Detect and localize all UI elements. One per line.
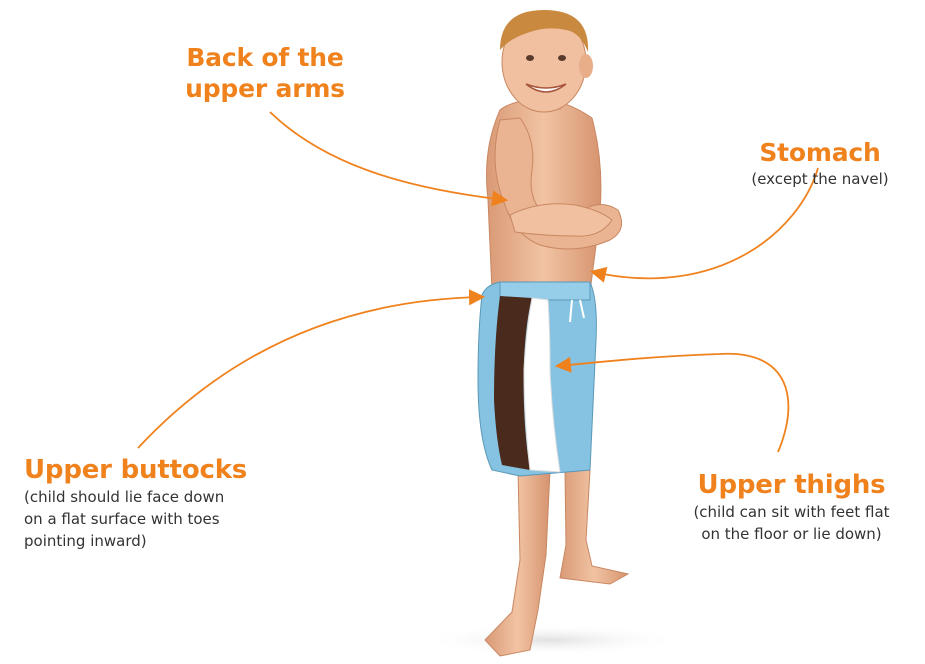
label-note: pointing inward) — [24, 530, 294, 552]
label-title: Upper thighs — [664, 470, 919, 501]
arrow-to-upper-buttocks — [138, 297, 482, 448]
label-title: Stomach — [720, 137, 920, 168]
label-stomach: Stomach (except the navel) — [720, 137, 920, 190]
label-note: (except the navel) — [720, 168, 920, 190]
label-upper-buttocks: Upper buttocks (child should lie face do… — [24, 455, 294, 552]
label-note: (child can sit with feet flat — [664, 501, 919, 523]
floor-shadow — [420, 624, 680, 656]
label-note: (child should lie face down — [24, 486, 294, 508]
label-back-of-upper-arms: Back of the upper arms — [160, 42, 370, 104]
label-title: Back of the — [160, 42, 370, 73]
ear — [579, 54, 593, 78]
label-title: Upper buttocks — [24, 455, 294, 486]
label-note: on a flat surface with toes — [24, 508, 294, 530]
right-leg — [560, 470, 628, 584]
arrow-to-back-of-upper-arms — [270, 112, 505, 200]
child-figure — [478, 10, 628, 656]
right-eye — [558, 55, 566, 61]
label-note: on the floor or lie down) — [664, 523, 919, 545]
label-title: upper arms — [160, 73, 370, 104]
left-eye — [526, 55, 534, 61]
label-upper-thighs: Upper thighs (child can sit with feet fl… — [664, 470, 919, 545]
